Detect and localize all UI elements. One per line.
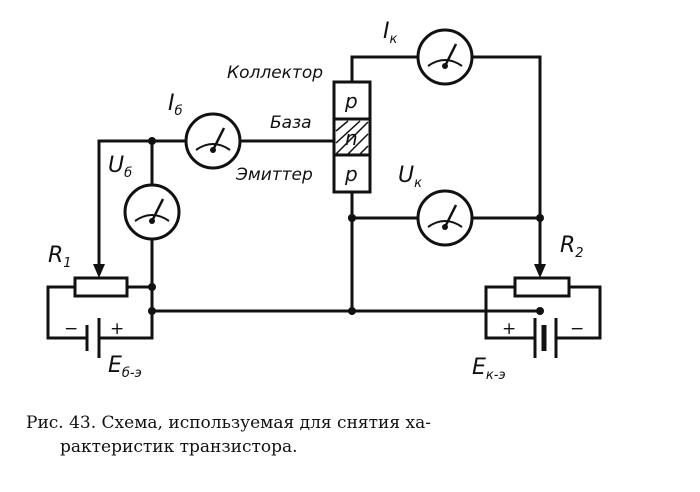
meter-ik: Iк [383, 19, 474, 86]
junction-dot [148, 283, 156, 291]
meter-uk: Uк [398, 163, 474, 247]
r2-label: R2 [560, 233, 584, 261]
potentiometer-r2: R2 [513, 233, 584, 298]
ub-label: Uб [108, 153, 132, 181]
transistor: p n p Коллектор База Эмиттер [227, 63, 372, 194]
junction-dot [536, 307, 544, 315]
r1-wiper-arrow [93, 264, 105, 278]
junction-dot [348, 214, 356, 222]
p-layer-bottom: p [344, 162, 358, 186]
junction-dot [348, 307, 356, 315]
ebe-label: Eб-э [108, 353, 142, 381]
meter-ib: Iб [168, 91, 242, 170]
caption-line-1: Рис. 43. Схема, используемая для снятия … [26, 413, 431, 433]
ebe-plus: + [110, 319, 124, 339]
ik-label: Iк [383, 19, 398, 47]
uk-label: Uк [398, 163, 422, 191]
eke-plus: + [502, 319, 516, 339]
battery-eke: + − Eк-э [472, 318, 584, 383]
potentiometer-r1: R1 [48, 243, 129, 298]
circuit-wires [46, 55, 602, 340]
battery-ebe: − + Eб-э [64, 318, 142, 381]
emitter-label: Эмиттер [235, 165, 313, 185]
collector-label: Коллектор [227, 63, 323, 83]
base-label: База [270, 113, 312, 133]
figure-caption: Рис. 43. Схема, используемая для снятия … [26, 413, 431, 457]
junction-dot [148, 307, 156, 315]
caption-line-2: рактеристик транзистора. [60, 437, 298, 457]
junction-dot [148, 137, 156, 145]
r1-label: R1 [48, 243, 72, 271]
n-layer-hatch [335, 120, 369, 155]
junction-dots [148, 137, 544, 315]
meter-ub: Uб [108, 153, 181, 241]
n-layer: n [345, 126, 358, 150]
eke-minus: − [570, 319, 584, 339]
ebe-minus: − [64, 319, 78, 339]
junction-dot [536, 214, 544, 222]
eke-label: Eк-э [472, 355, 506, 383]
p-layer-top: p [344, 89, 358, 113]
r2-wiper-arrow [534, 264, 546, 278]
ib-label: Iб [168, 91, 183, 119]
